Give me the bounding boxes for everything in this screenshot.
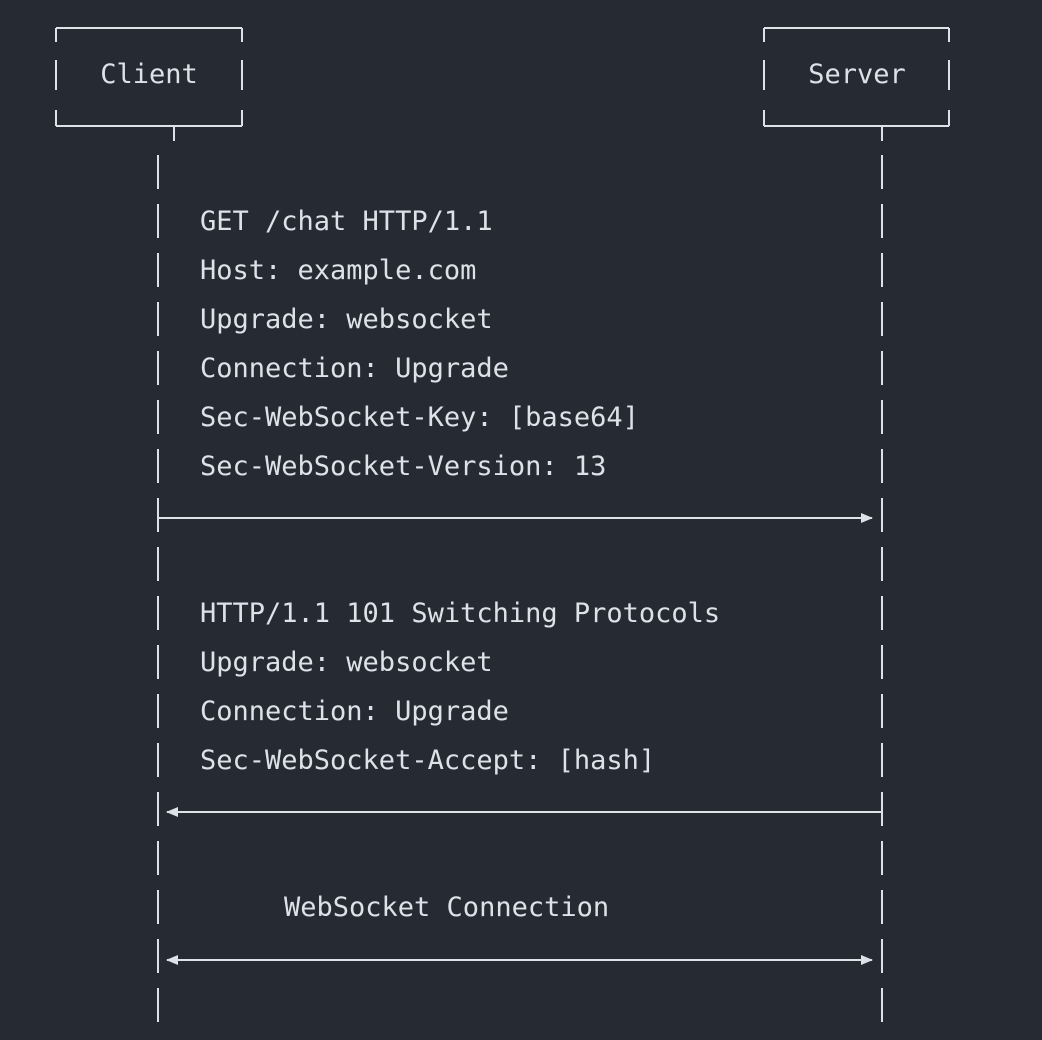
websocket-connection-label: WebSocket Connection <box>284 892 610 923</box>
request-line: Connection: Upgrade <box>200 353 509 384</box>
request-line: Host: example.com <box>200 255 477 286</box>
request-line: Sec-WebSocket-Key: [base64] <box>200 402 639 433</box>
server-actor-box <box>763 27 950 141</box>
response-line: HTTP/1.1 101 Switching Protocols <box>200 598 721 629</box>
response-line: Sec-WebSocket-Accept: [hash] <box>200 745 656 776</box>
client-actor-label: Client <box>100 59 198 90</box>
server-actor-label: Server <box>808 59 906 90</box>
request-line: GET /chat HTTP/1.1 <box>200 206 493 237</box>
request-line: Sec-WebSocket-Version: 13 <box>200 451 607 482</box>
request-line: Upgrade: websocket <box>200 304 493 335</box>
response-line: Connection: Upgrade <box>200 696 509 727</box>
client-actor-box <box>55 27 243 141</box>
response-line: Upgrade: websocket <box>200 647 493 678</box>
